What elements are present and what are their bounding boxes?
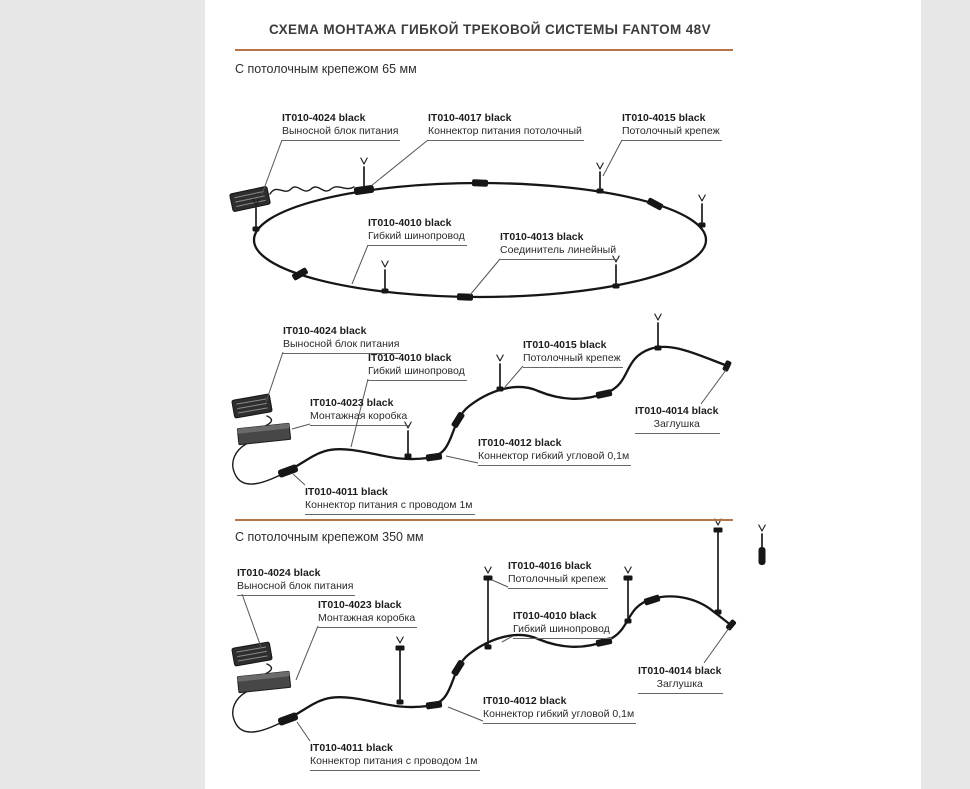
- power-supply: [231, 641, 273, 667]
- callout-it010-4014: IT010-4014 black Заглушка: [638, 665, 724, 694]
- part-name: Потолочный крепеж: [622, 125, 720, 137]
- callout-it010-4024: IT010-4024 black Выносной блок питания: [237, 567, 356, 596]
- callout-it010-4024: IT010-4024 black Выносной блок питания: [282, 112, 401, 141]
- part-code: IT010-4013 black: [500, 231, 584, 243]
- part-code: IT010-4023 black: [318, 599, 402, 611]
- callout-it010-4013: IT010-4013 black Соединитель линейный: [500, 231, 619, 260]
- part-code: IT010-4010 black: [368, 217, 452, 229]
- end-cap: [721, 359, 733, 373]
- power-connector: [277, 711, 299, 727]
- ceiling-mount-pins: [404, 313, 662, 459]
- part-code: IT010-4023 black: [310, 397, 394, 409]
- part-name: Выносной блок питания: [282, 125, 399, 137]
- flexible-track-ring: [252, 181, 708, 299]
- part-code: IT010-4012 black: [483, 695, 567, 707]
- power-connector-wire-1m: [232, 691, 289, 733]
- mounting-box: [236, 422, 292, 446]
- power-supply: [229, 185, 271, 213]
- part-code: IT010-4016 black: [508, 560, 592, 572]
- part-code: IT010-4012 black: [478, 437, 562, 449]
- part-code: IT010-4011 black: [305, 486, 388, 498]
- callout-it010-4010: IT010-4010 black Гибкий шинопровод: [513, 610, 612, 639]
- callout-it010-4010: IT010-4010 black Гибкий шинопровод: [368, 217, 467, 246]
- callout-it010-4012: IT010-4012 black Коннектор гибкий углово…: [483, 695, 637, 724]
- part-code: IT010-4010 black: [368, 352, 452, 364]
- part-name: Коннектор питания с проводом 1м: [310, 755, 478, 767]
- callout-it010-4024: IT010-4024 black Выносной блок питания: [283, 325, 402, 354]
- part-name: Гибкий шинопровод: [513, 623, 610, 635]
- part-name: Коннектор гибкий угловой 0,1м: [483, 708, 635, 720]
- part-code: IT010-4024 black: [237, 567, 321, 579]
- ring-diagram: [229, 157, 708, 301]
- power-cable: [269, 186, 355, 195]
- part-code: IT010-4011 black: [310, 742, 393, 754]
- part-name: Гибкий шинопровод: [368, 365, 465, 377]
- ceiling-mount-pins-350: [395, 518, 723, 705]
- pendant-light: [758, 524, 766, 565]
- part-name: Гибкий шинопровод: [368, 230, 465, 242]
- power-supply: [231, 393, 273, 419]
- part-code: IT010-4014 black: [638, 665, 722, 677]
- part-name: Заглушка: [656, 678, 703, 690]
- leader-lines: [241, 139, 730, 742]
- callout-it010-4023: IT010-4023 black Монтажная коробка: [318, 599, 418, 628]
- title-divider: [235, 49, 733, 51]
- callout-it010-4015: IT010-4015 black Потолочный крепеж: [622, 112, 722, 141]
- part-name: Монтажная коробка: [310, 410, 408, 422]
- callout-it010-4011: IT010-4011 black Коннектор питания с про…: [305, 486, 475, 515]
- part-name: Заглушка: [653, 418, 700, 430]
- part-name: Выносной блок питания: [237, 580, 354, 592]
- part-name: Коннектор гибкий угловой 0,1м: [478, 450, 630, 462]
- callout-it010-4016: IT010-4016 black Потолочный крепеж: [508, 560, 608, 589]
- ceiling-hook-icon: [360, 157, 368, 165]
- part-name: Коннектор питания с проводом 1м: [305, 499, 473, 511]
- part-name: Потолочный крепеж: [508, 573, 606, 585]
- part-code: IT010-4015 black: [622, 112, 706, 124]
- section-divider: [235, 519, 733, 521]
- part-name: Потолочный крепеж: [523, 352, 621, 364]
- callout-it010-4012: IT010-4012 black Коннектор гибкий углово…: [478, 437, 632, 466]
- part-code: IT010-4017 black: [428, 112, 512, 124]
- callout-it010-4014: IT010-4014 black Заглушка: [635, 405, 721, 434]
- part-code: IT010-4014 black: [635, 405, 719, 417]
- part-name: Соединитель линейный: [500, 244, 617, 256]
- callout-it010-4015: IT010-4015 black Потолочный крепеж: [523, 339, 623, 368]
- part-name: Выносной блок питания: [283, 338, 400, 350]
- part-code: IT010-4015 black: [523, 339, 607, 351]
- section-heading-350mm: С потолочным крепежом 350 мм: [235, 530, 424, 544]
- ceiling-mount-pins: [252, 162, 706, 294]
- section-heading-65mm: С потолочным крепежом 65 мм: [235, 62, 417, 76]
- callout-it010-4011: IT010-4011 black Коннектор питания с про…: [310, 742, 480, 771]
- part-code: IT010-4024 black: [282, 112, 366, 124]
- paper-background: [205, 0, 921, 789]
- power-connector-wire-1m: [232, 443, 289, 485]
- callout-it010-4023: IT010-4023 black Монтажная коробка: [310, 397, 410, 426]
- callout-it010-4017: IT010-4017 black Коннектор питания потол…: [428, 112, 584, 141]
- mounting-box: [236, 670, 292, 694]
- part-name: Коннектор питания потолочный: [428, 125, 582, 137]
- part-code: IT010-4010 black: [513, 610, 597, 622]
- part-code: IT010-4024 black: [283, 325, 367, 337]
- flexible-track: [286, 345, 730, 473]
- part-name: Монтажная коробка: [318, 612, 416, 624]
- page-title: СХЕМА МОНТАЖА ГИБКОЙ ТРЕКОВОЙ СИСТЕМЫ FA…: [269, 22, 711, 37]
- callout-it010-4010: IT010-4010 black Гибкий шинопровод: [368, 352, 467, 381]
- wave-diagram-65mm: [231, 313, 733, 485]
